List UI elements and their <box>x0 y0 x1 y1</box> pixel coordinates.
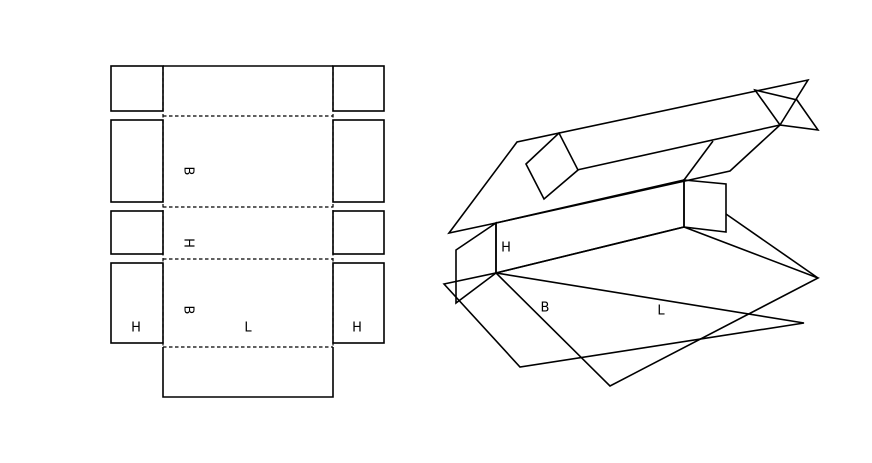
right-side-flap <box>683 179 727 233</box>
right-flap-3 <box>332 210 385 255</box>
label-h-mid: H <box>181 238 196 248</box>
label-b: B <box>541 301 550 316</box>
front-flap <box>442 272 805 368</box>
lid-fold-line <box>576 124 781 171</box>
label-l: L <box>657 304 665 319</box>
right-flap-2 <box>332 119 385 203</box>
left-flap-1 <box>110 65 164 112</box>
left-flap-2 <box>110 119 164 203</box>
lid-right-flap <box>753 88 820 132</box>
flat-net: B H B L H H <box>110 65 385 398</box>
label-h: H <box>501 241 511 256</box>
back-wall <box>495 178 685 275</box>
label-b-bottom: B <box>181 306 196 315</box>
lid-left-flap <box>525 131 580 201</box>
lid <box>447 78 810 235</box>
right-flap-1 <box>332 65 385 112</box>
right-side-edge <box>725 213 819 279</box>
folded-box: H B L <box>442 78 820 387</box>
left-side-flap <box>455 221 497 305</box>
lid-hinge-edge <box>683 140 714 181</box>
left-flap-3 <box>110 210 164 255</box>
label-h-right: H <box>352 321 362 336</box>
label-l-center: L <box>244 321 252 336</box>
label-h-left: H <box>131 321 141 336</box>
bottom-flap <box>162 347 334 398</box>
label-b-top: B <box>181 167 196 176</box>
